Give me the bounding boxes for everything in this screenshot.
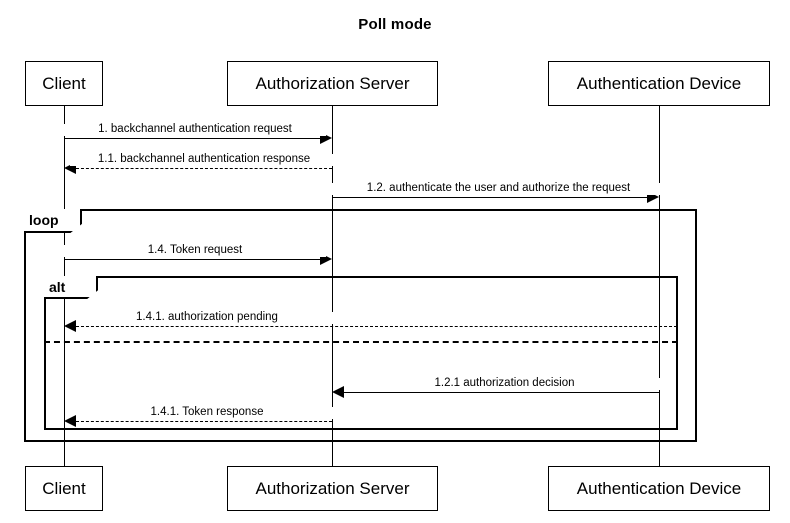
participant-header-client[interactable]: Client bbox=[25, 61, 103, 106]
message-label-4: 1.4. Token request bbox=[64, 244, 326, 257]
participant-footer-client[interactable]: Client bbox=[25, 466, 103, 511]
message-line-5 bbox=[76, 326, 677, 327]
participant-label: Authentication Device bbox=[576, 479, 742, 498]
participant-label: Authentication Device bbox=[576, 74, 742, 93]
participant-header-authentication-device[interactable]: Authentication Device bbox=[548, 61, 770, 106]
message-label-1: 1. backchannel authentication request bbox=[64, 123, 326, 136]
fragment-loop bbox=[24, 209, 697, 442]
message-line-2 bbox=[76, 168, 332, 169]
fragment-alt-label: alt bbox=[49, 278, 66, 295]
message-label-5: 1.4.1. authorization pending bbox=[76, 311, 338, 324]
page-title: Poll mode bbox=[358, 16, 432, 33]
message-line-1 bbox=[64, 138, 320, 139]
participant-label: Client bbox=[42, 74, 86, 93]
participant-footer-authorization-server[interactable]: Authorization Server bbox=[227, 466, 438, 511]
participant-header-authorization-server[interactable]: Authorization Server bbox=[227, 61, 438, 106]
fragment-loop-label: loop bbox=[29, 212, 59, 228]
message-label-7: 1.4.1. Token response bbox=[76, 406, 338, 419]
participant-label: Authorization Server bbox=[255, 479, 410, 498]
message-line-7 bbox=[76, 421, 332, 422]
fragment-alt-divider bbox=[44, 341, 678, 343]
message-line-6 bbox=[344, 392, 659, 393]
message-label-3: 1.2. authenticate the user and authorize… bbox=[332, 182, 665, 195]
message-label-2: 1.1. backchannel authentication response bbox=[70, 153, 338, 166]
arrow-head-5 bbox=[64, 320, 76, 332]
arrow-head-7 bbox=[64, 415, 76, 427]
message-line-3 bbox=[332, 197, 647, 198]
lifeline-authorization-server bbox=[332, 106, 333, 466]
message-line-4 bbox=[64, 259, 320, 260]
participant-label: Authorization Server bbox=[255, 74, 410, 93]
lifeline-authentication-device bbox=[659, 106, 660, 466]
fragment-alt-label-box: alt bbox=[44, 276, 98, 299]
participant-footer-authentication-device[interactable]: Authentication Device bbox=[548, 466, 770, 511]
fragment-alt bbox=[44, 276, 678, 430]
participant-label: Client bbox=[42, 479, 86, 498]
fragment-loop-label-box: loop bbox=[24, 209, 82, 233]
message-label-6: 1.2.1 authorization decision bbox=[344, 377, 665, 390]
arrow-head-6 bbox=[332, 386, 344, 398]
